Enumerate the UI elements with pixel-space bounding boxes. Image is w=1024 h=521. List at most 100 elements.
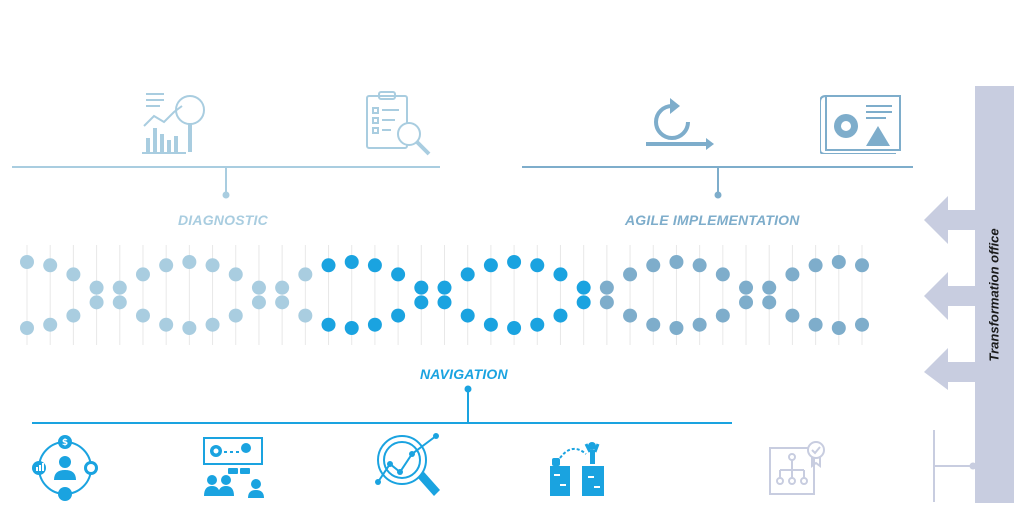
helix-dot-lower: [507, 255, 522, 269]
helix-dot-lower: [135, 267, 150, 282]
helix-dot-lower: [530, 258, 545, 273]
checklist-search-icon: [366, 91, 431, 156]
agile-label: AGILE IMPLEMENTATION: [625, 212, 800, 228]
helix-dot-upper: [553, 308, 568, 323]
helix-dot-upper: [367, 258, 382, 273]
navigation-connector: [467, 392, 469, 423]
helix-dot-upper: [855, 317, 869, 332]
org-chart-certified-icon: [769, 441, 825, 495]
helix-dot-lower: [553, 267, 568, 282]
helix-dot-lower: [483, 258, 498, 273]
helix-dot-upper: [808, 317, 823, 332]
navigation-bracket-line: [32, 422, 732, 424]
helix-dot-lower: [344, 321, 359, 335]
helix-dot-upper: [298, 267, 313, 282]
helix-dot-upper: [414, 280, 429, 295]
helix-dot-upper: [507, 321, 522, 335]
helix-dot-upper: [785, 308, 800, 323]
agile-connector-dot: [714, 191, 722, 199]
helix-dot-upper: [159, 317, 174, 332]
helix-dot-lower: [576, 280, 591, 295]
helix-dot-lower: [298, 308, 313, 323]
blueprint-settings-icon: [820, 95, 901, 154]
helix-dot-lower: [599, 295, 614, 310]
diagnostic-label: DIAGNOSTIC: [178, 212, 268, 228]
helix-dot-upper: [623, 267, 638, 282]
helix-dot-lower: [20, 321, 34, 335]
helix-dot-lower: [460, 267, 475, 282]
diagnostic-connector-dot: [222, 191, 230, 199]
helix-dot-upper: [460, 308, 475, 323]
office-bracket-dot: [969, 462, 977, 470]
helix-dot-lower: [437, 280, 452, 295]
helix-dot-lower: [646, 317, 661, 332]
diagnostic-connector: [225, 167, 227, 193]
analytics-report-icon: [142, 93, 205, 154]
helix-dot-upper: [599, 280, 614, 295]
helix-dot-lower: [785, 267, 800, 282]
helix-dot-lower: [159, 258, 174, 273]
helix-dot-lower: [391, 308, 406, 323]
helix-dot-lower: [762, 280, 777, 295]
helix-dot-lower: [228, 267, 243, 282]
helix-dot-lower: [251, 280, 266, 295]
left-arrows-group: [924, 196, 976, 390]
bridge-gap-icon: [550, 442, 604, 496]
left-arrow-2: [924, 272, 976, 320]
helix-dot-lower: [275, 295, 290, 310]
helix-dot-upper: [483, 317, 498, 332]
navigation-label: NAVIGATION: [420, 366, 508, 382]
helix-dot-upper: [89, 280, 104, 295]
helix-dot-lower: [623, 308, 638, 323]
helix-dot-upper: [831, 321, 846, 335]
helix-dot-upper: [530, 317, 545, 332]
helix-dot-upper: [437, 295, 452, 310]
agile-connector: [717, 167, 719, 193]
helix-dot-upper: [112, 295, 127, 310]
helix-dot-upper: [692, 258, 707, 273]
team-workshop-icon: [203, 437, 264, 498]
helix-dot-lower: [715, 308, 730, 323]
helix-dot-lower: [43, 317, 58, 332]
helix-dot-lower: [692, 317, 707, 332]
helix-dot-upper: [576, 295, 591, 310]
agile-cycle-icon: [646, 98, 714, 150]
helix-dot-lower: [808, 258, 823, 273]
helix-dot-lower: [669, 321, 684, 335]
helix-dot-upper: [205, 317, 220, 332]
helix-dot-upper: [646, 258, 661, 273]
helix-dot-lower: [414, 295, 429, 310]
left-arrow-3: [924, 348, 976, 390]
helix-dot-lower: [831, 255, 846, 269]
helix-dot-upper: [669, 255, 684, 269]
helix-dot-upper: [228, 308, 243, 323]
helix-dot-upper: [762, 295, 777, 310]
helix-dot-upper: [321, 258, 336, 273]
office-bracket-horizontal: [934, 465, 974, 467]
transformation-office-label: Transformation office: [986, 228, 1002, 362]
navigation-connector-dot: [464, 385, 472, 393]
transformation-office-bar: [975, 86, 1014, 503]
helix-dot-upper: [135, 308, 150, 323]
stakeholder-value-icon: $: [32, 435, 98, 501]
left-arrow-1: [924, 196, 976, 244]
helix-dot-upper: [43, 258, 58, 273]
helix-dot-upper: [20, 255, 34, 269]
helix-dot-lower: [182, 255, 197, 269]
helix-dot-lower: [66, 308, 81, 323]
helix-dot-lower: [321, 317, 336, 332]
helix-dot-upper: [275, 280, 290, 295]
helix-dot-upper: [251, 295, 266, 310]
helix-dot-upper: [391, 267, 406, 282]
helix-dot-upper: [715, 267, 730, 282]
helix-dot-upper: [182, 321, 197, 335]
helix-dot-upper: [739, 280, 754, 295]
helix-dot-lower: [855, 258, 869, 273]
helix-dot-lower: [367, 317, 382, 332]
helix-dot-lower: [89, 295, 104, 310]
svg-text:$: $: [62, 438, 68, 448]
helix-dot-lower: [739, 295, 754, 310]
magnified-trend-icon: [375, 433, 440, 496]
helix-dot-upper: [344, 255, 359, 269]
